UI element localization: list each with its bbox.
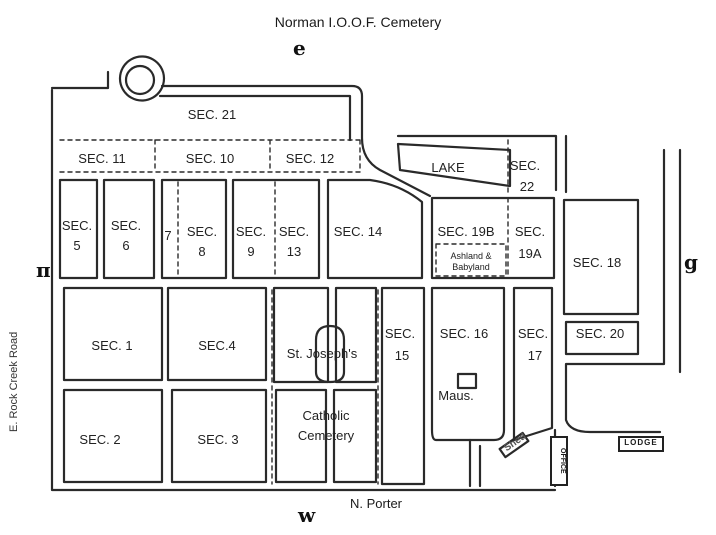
sec-3-block <box>170 388 268 484</box>
sec-15-label: SEC. <box>384 326 416 341</box>
stjoseph-oval <box>314 324 346 384</box>
sec-19a-label: SEC. <box>514 224 546 239</box>
sec-19b-label: SEC. 19B <box>437 224 495 239</box>
sec-9-num: 9 <box>247 244 255 259</box>
sec-1-block <box>62 286 164 382</box>
lake-label: LAKE <box>431 160 465 175</box>
west-road-label: E. Rock Creek Road <box>8 331 20 432</box>
sec-11-10-12-band <box>59 139 361 173</box>
sec-20-block <box>564 320 640 356</box>
sec-22-outline <box>396 134 558 192</box>
sec-1-label: SEC. 1 <box>91 338 133 353</box>
sec-4-block <box>166 286 268 382</box>
sec-18-label: SEC. 18 <box>572 255 622 270</box>
sec-4-label: SEC.4 <box>198 338 236 353</box>
north-marker: e <box>293 36 306 60</box>
sec-2-label: SEC. 2 <box>79 432 121 447</box>
sec-11-label: SEC. 11 <box>78 151 126 166</box>
sec-17-num: 17 <box>527 348 543 363</box>
sec-7-label: 7 <box>164 228 172 243</box>
office-sign: OFFICE <box>550 436 568 486</box>
sec-20-label: SEC. 20 <box>575 326 625 341</box>
sec-5-block <box>58 178 99 280</box>
sec-2-block <box>62 388 164 484</box>
ashland-label: Ashland & <box>450 251 492 261</box>
lodge-sign: LODGE <box>618 436 664 452</box>
sec-13-num: 13 <box>286 244 302 259</box>
sec-16-label: SEC. 16 <box>439 326 489 341</box>
shed <box>498 431 530 459</box>
cemetery-label: Cemetery <box>297 428 355 443</box>
stjoseph-block-2 <box>334 286 378 384</box>
catholic-block <box>274 388 328 484</box>
sec-19a-num: 19A <box>518 246 542 261</box>
east-marker: g <box>684 250 698 274</box>
sec-6-num: 6 <box>122 238 130 253</box>
babyland-label: Babyland <box>452 262 490 272</box>
sec-17-block <box>512 286 554 442</box>
sec-9-label: SEC. <box>235 224 267 239</box>
south-marker: w <box>298 503 316 527</box>
sec-21-label: SEC. 21 <box>187 107 237 122</box>
sec-8-num: 8 <box>198 244 206 259</box>
sec-12-label: SEC. 12 <box>285 151 335 166</box>
sec-16-block <box>430 286 506 442</box>
north-loop-road <box>50 70 110 90</box>
sec-5-num: 5 <box>73 238 81 253</box>
stjoseph-block <box>272 286 330 384</box>
sec-15-block <box>380 286 426 486</box>
west-marker: π <box>36 258 51 282</box>
sec-18-block <box>562 198 640 316</box>
sec-14-block <box>326 178 424 280</box>
east-road-outer <box>564 148 666 434</box>
sec-13-label: SEC. <box>278 224 310 239</box>
turnaround-outer <box>118 55 166 102</box>
lake-outline <box>396 142 512 188</box>
sec-19-block <box>430 196 556 280</box>
sec-5-label: SEC. <box>61 218 93 233</box>
sec-14-label: SEC. 14 <box>333 224 383 239</box>
sec-8-label: SEC. <box>186 224 218 239</box>
sec-6-label: SEC. <box>110 218 142 233</box>
sec-15-num: 15 <box>394 348 410 363</box>
sec-9-13-block <box>231 178 321 280</box>
sec-22-label: SEC. <box>509 158 541 173</box>
turnaround-inner <box>124 64 156 96</box>
map-title: Norman I.O.O.F. Cemetery <box>274 14 442 30</box>
sec-10-label: SEC. 10 <box>185 151 235 166</box>
sec-6-block <box>102 178 156 280</box>
stjoseph-label: St. Joseph's <box>286 346 358 361</box>
north-road-inner <box>158 94 352 142</box>
sec-7-8-block <box>160 178 228 280</box>
catholic-label: Catholic <box>302 408 350 423</box>
sec-22-num: 22 <box>519 179 535 194</box>
north-road <box>160 84 432 198</box>
south-road-label: N. Porter <box>350 496 403 511</box>
sec-17-label: SEC. <box>517 326 549 341</box>
catholic-block-2 <box>332 388 378 484</box>
mausoleum <box>456 372 478 390</box>
sec-3-label: SEC. 3 <box>197 432 239 447</box>
west-boundary-road <box>50 88 557 492</box>
mausoleum-label: Maus. <box>438 388 474 403</box>
